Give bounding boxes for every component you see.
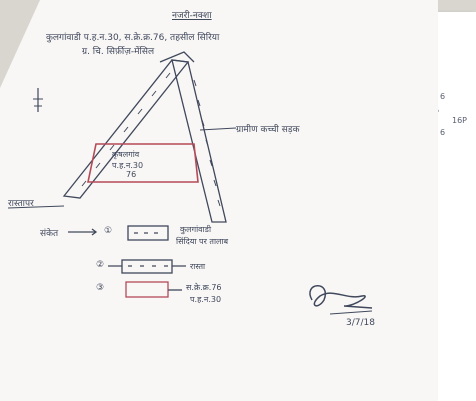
- document-page: नजरी-नक्शा कुलगांवाडी प.ह.न.30, स.क्रे.क…: [0, 0, 438, 401]
- plot-outline: [87, 143, 199, 183]
- legend-number-1: ①: [104, 226, 113, 236]
- road-pointer: [199, 127, 237, 131]
- legend-3-text-b: प.ह.न.30: [190, 295, 222, 304]
- legend-number-3: ③: [96, 283, 105, 293]
- legend-1-text-a: कुलगांवाडी: [180, 225, 212, 234]
- road-sketch: [62, 51, 227, 223]
- legend-2-text: रास्ता: [190, 262, 206, 271]
- legend-symbols: [68, 225, 186, 298]
- signature-mark: [309, 285, 373, 309]
- signature-underline: [329, 310, 373, 315]
- map-sketch: [7, 51, 373, 315]
- page-title: नजरी-नक्शा: [172, 11, 212, 21]
- plot-text-1: कृषलगांव: [112, 150, 140, 159]
- bottom-left-label: रास्तापर: [8, 199, 34, 209]
- legend-3-text-a: स.क्रे.क्र.76: [186, 283, 222, 292]
- legend-1-text-b: सिंदिया पर तालाब: [176, 237, 229, 246]
- road-label: ग्रामीण कच्ची सड़क: [236, 125, 300, 135]
- side-note: 6: [440, 128, 446, 137]
- header-line-2: ग्र. चि. सिर्फ़ीज़-मेंसिल: [82, 47, 155, 57]
- signature-date: 3/7/18: [346, 318, 375, 328]
- header-line-1: कुलगांवाडी प.ह.न.30, स.क्रे.क्र.76, तहसी…: [46, 33, 220, 43]
- legend-number-2: ②: [96, 260, 105, 270]
- plot-text-2: प.ह.न.30: [112, 161, 144, 170]
- legend-title: संकेत: [40, 229, 59, 239]
- plot-text-3: 76: [126, 170, 137, 179]
- side-note: 16P: [452, 116, 468, 125]
- baseline-stroke: [7, 205, 65, 209]
- side-note: 6: [440, 92, 446, 101]
- pin-mark-ticks: [33, 98, 43, 107]
